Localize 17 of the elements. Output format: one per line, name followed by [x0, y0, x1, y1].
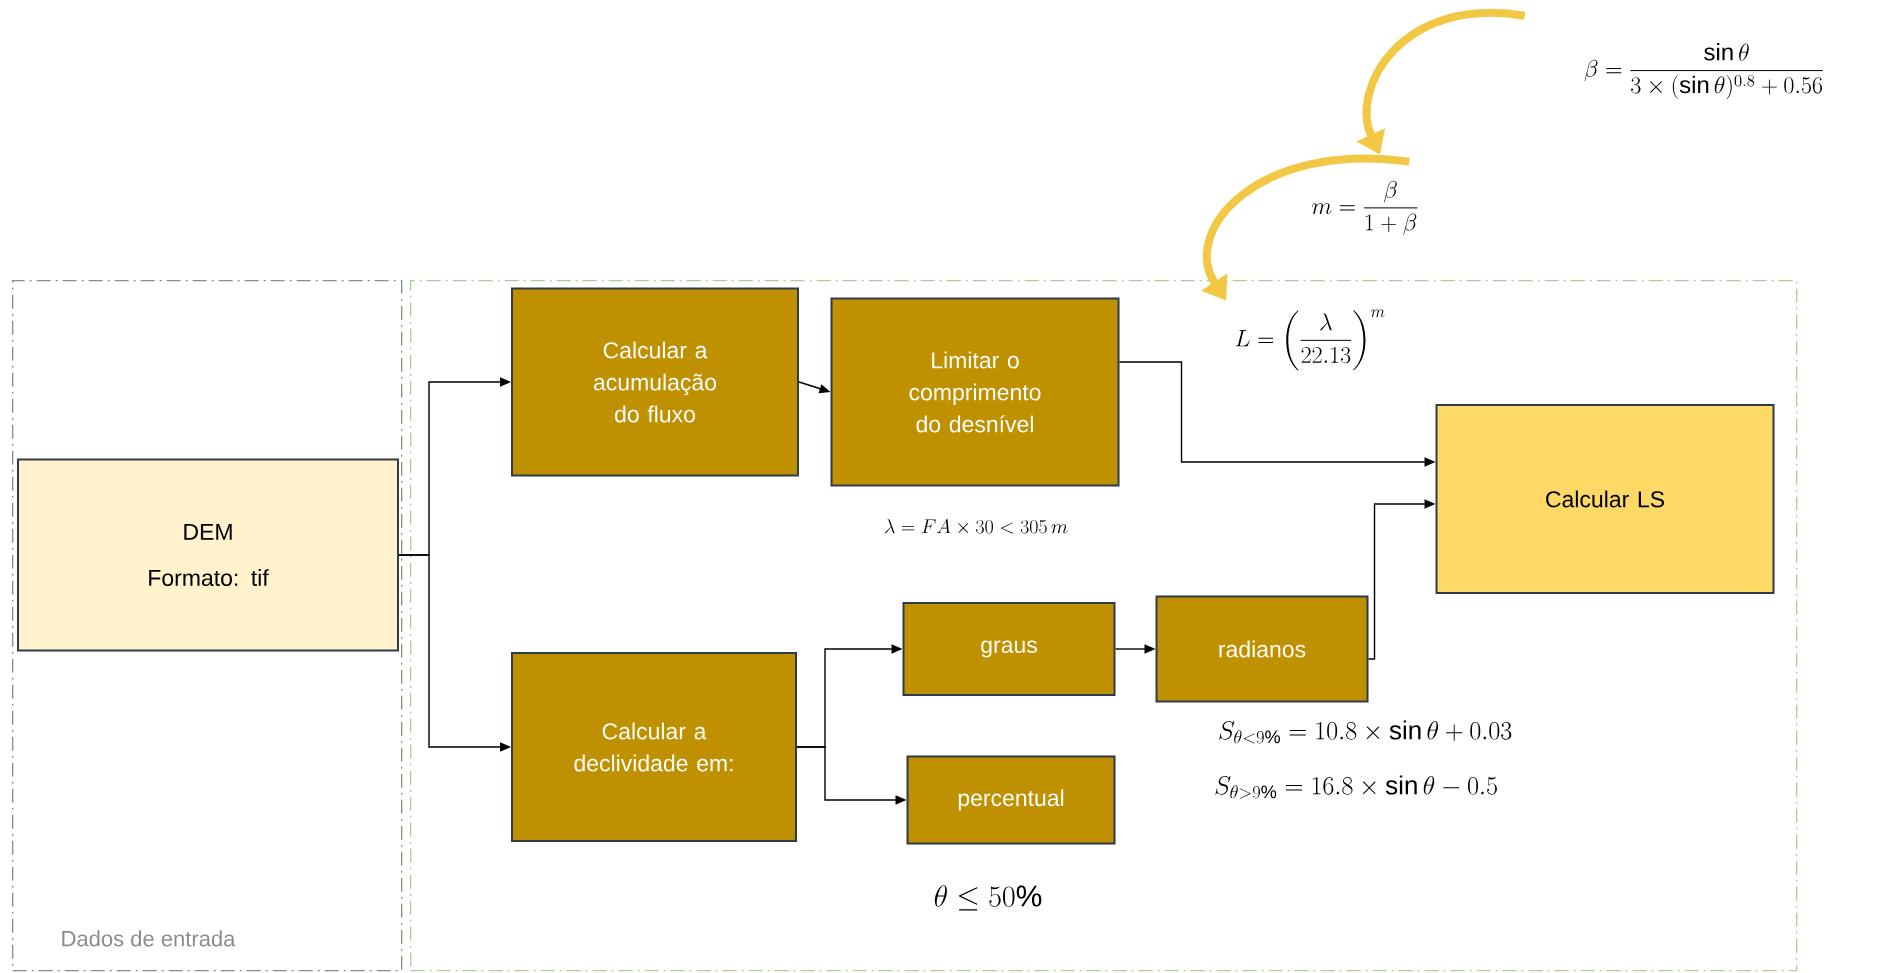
process-box: Calcular a acumulação do fluxo	[511, 287, 799, 477]
process-box: Limitar o comprimento do desnível	[830, 297, 1120, 487]
formula: $S_{\theta>9\%} = 16.8 \times \sin\theta - 0.5$	[1215, 775, 1497, 799]
process-box: percentual	[906, 755, 1116, 845]
formula: $L = \left(\frac{\lambda}{22.13}\right)^{m}$	[1235, 309, 1385, 371]
formula: $\lambda = FA \times 30 < 305\,m$	[885, 518, 1068, 534]
formula: $\beta = \frac{\sin\theta}{3\times(\sin\theta)^{0.8}+0.56}$	[1584, 42, 1823, 100]
result-box: Calcular LS	[1435, 404, 1775, 594]
input-box: DEM Formato: tif	[17, 458, 399, 652]
process-box: Calcular a declividade em:	[511, 652, 797, 842]
panel-frame	[410, 280, 1798, 972]
panel-title: Dados de entrada	[62, 930, 236, 947]
process-box: graus	[902, 602, 1116, 696]
process-box: radianos	[1155, 595, 1369, 703]
formula: $m = \frac{\beta}{1+\beta}$	[1312, 180, 1418, 235]
formula: $S_{\theta<9\%} = 10.8 \times \sin\theta + 0.03$	[1219, 720, 1512, 744]
formula: $\theta \leq 50\%$	[934, 885, 1042, 911]
